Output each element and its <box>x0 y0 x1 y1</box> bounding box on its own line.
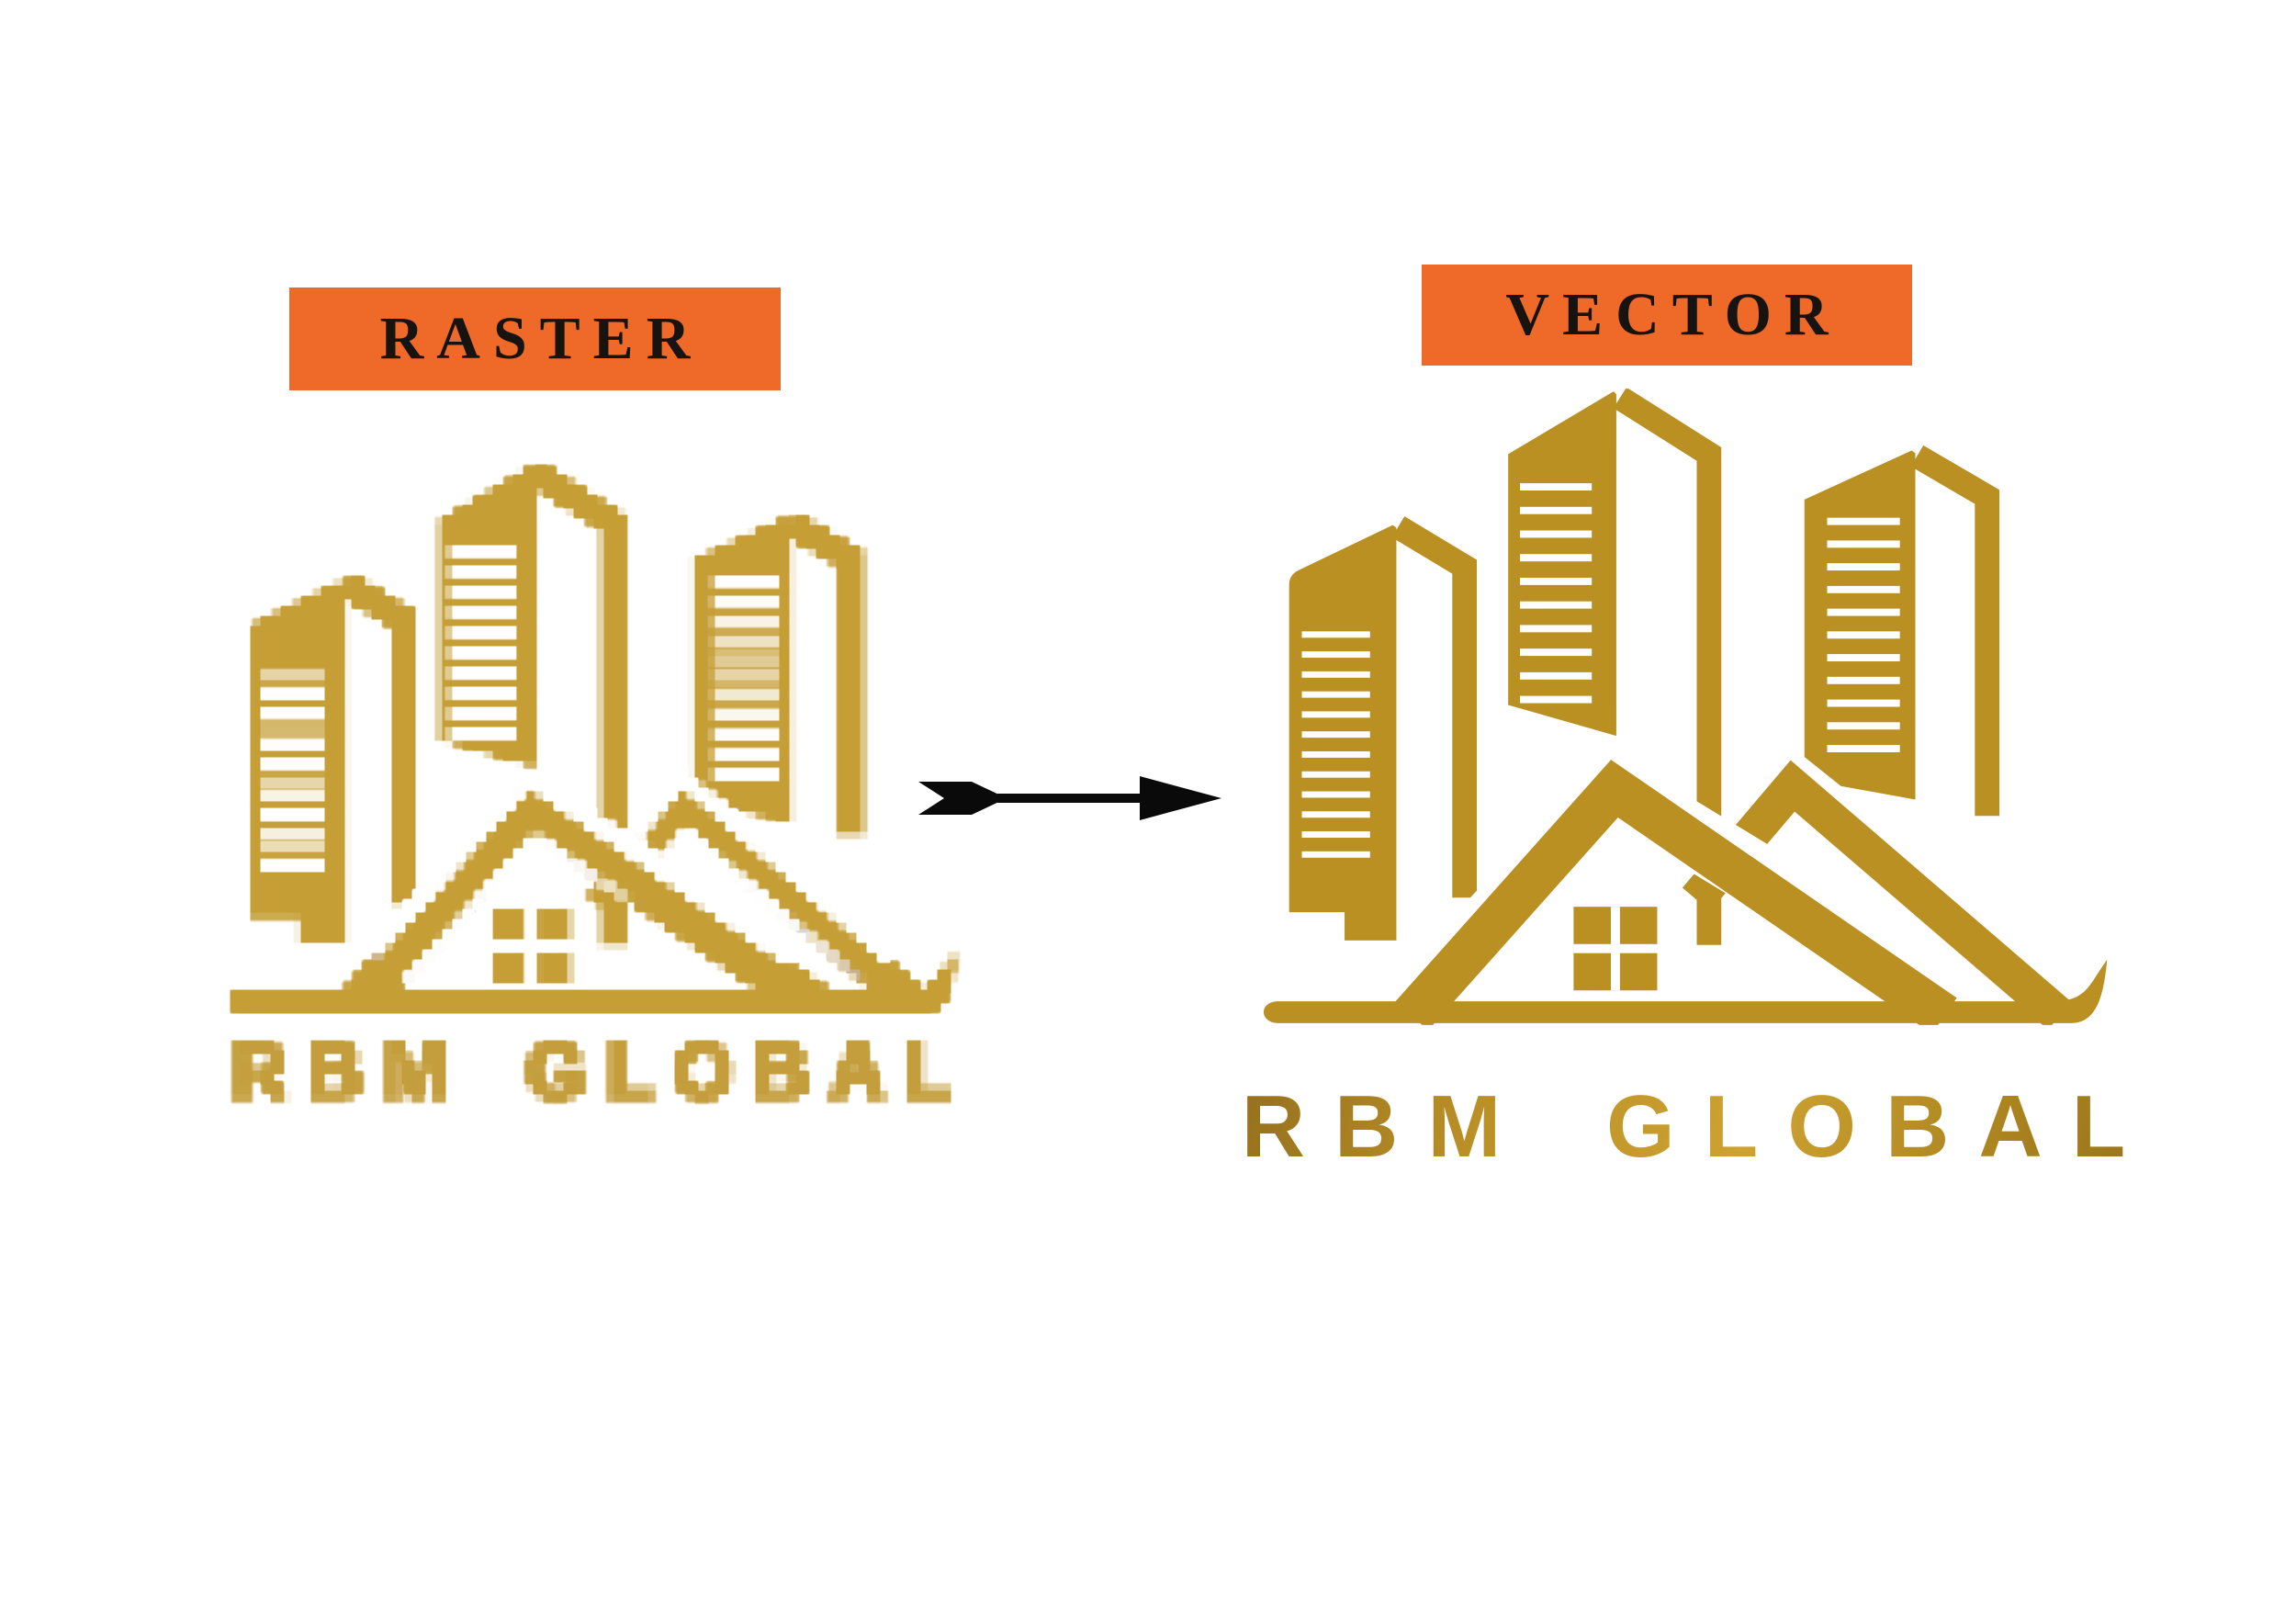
vector-label-text: VECTOR <box>1505 281 1841 348</box>
vector-logo-figure: RBM GLOBAL <box>1165 389 2231 1176</box>
raster-label-text: RASTER <box>379 305 703 372</box>
raster-label: RASTER <box>289 288 781 390</box>
raster-logo-figure: RBM GLOBAL <box>182 467 1022 1113</box>
raster-building-logo-icon <box>228 467 976 1012</box>
raster-wordmark: RBM GLOBAL <box>231 1028 974 1114</box>
arrow-right-icon <box>918 776 1221 820</box>
vector-label: VECTOR <box>1422 265 1912 366</box>
vector-wordmark: RBM GLOBAL <box>1165 1078 2231 1176</box>
vector-building-logo-icon <box>1260 389 2133 1025</box>
